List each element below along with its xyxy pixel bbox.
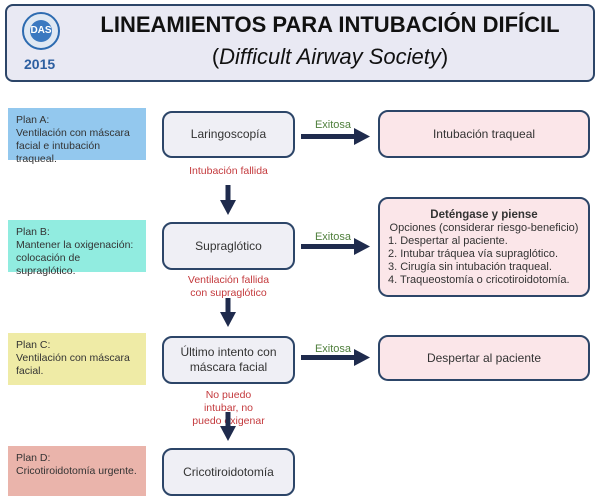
- failure-label-b: Ventilación fallida con supraglótico: [187, 274, 270, 299]
- page-title: LINEAMIENTOS PARA INTUBACIÓN DIFÍCIL: [100, 12, 560, 37]
- success-label-a: Exitosa: [314, 119, 352, 131]
- option-item: 3. Cirugía sin intubación traqueal.: [388, 261, 552, 273]
- subtitle-paren-open: (: [211, 44, 220, 69]
- arrow-right-a: [301, 128, 370, 145]
- plan-c-title: Plan C:: [16, 339, 51, 351]
- plan-a-title: Plan A:: [16, 114, 50, 126]
- plan-c: Plan C:Ventilación con máscara facial.: [8, 333, 146, 385]
- plan-d-desc: Cricotiroidotomía urgente.: [16, 465, 137, 477]
- plan-b-title: Plan B:: [16, 226, 50, 238]
- success-label-c: Exitosa: [314, 343, 352, 355]
- das-logo-text: DAS: [30, 20, 52, 42]
- page-subtitle: (Difficult Airway Society): [80, 44, 580, 70]
- step-ultimo-intento: Último intento con máscara facial: [162, 336, 295, 384]
- plan-d: Plan D:Cricotiroidotomía urgente.: [8, 446, 146, 496]
- plan-c-desc: Ventilación con máscara facial.: [16, 352, 130, 377]
- option-item: 4. Traqueostomía o cricotiroidotomía.: [388, 274, 570, 286]
- arrow-down-b: [220, 298, 236, 327]
- failure-label-a: Intubación fallida: [189, 165, 268, 177]
- option-item: 2. Intubar tráquea vía supraglótico.: [388, 248, 558, 260]
- subtitle-text: Difficult Airway Society: [219, 44, 441, 69]
- step-supraglotico: Supraglótico: [162, 222, 295, 270]
- plan-b-desc: Mantener la oxigenación: colocación de s…: [16, 239, 134, 277]
- plan-a-desc: Ventilación con máscara facial e intubac…: [16, 127, 130, 165]
- subtitle-paren-close: ): [440, 44, 449, 69]
- detengase-title: Deténgase y piense: [430, 209, 538, 221]
- arrow-right-c: [301, 349, 370, 366]
- header-banner: [5, 4, 595, 82]
- plan-a: Plan A:Ventilación con máscara facial e …: [8, 108, 146, 165]
- arrow-down-a: [220, 185, 236, 215]
- step-cricotiroidotomia: Cricotiroidotomía: [162, 448, 295, 496]
- detengase-subtitle: Opciones (considerar riesgo-beneficio): [389, 222, 579, 234]
- success-label-b: Exitosa: [314, 231, 352, 243]
- result-despertar: Despertar al paciente: [378, 335, 590, 381]
- arrow-down-c: [220, 412, 236, 441]
- result-detengase: Deténgase y piense Opciones (considerar …: [378, 197, 590, 297]
- arrow-right-b: [301, 238, 370, 255]
- year-label: 2015: [24, 56, 56, 72]
- result-intubacion-traqueal: Intubación traqueal: [378, 110, 590, 158]
- plan-b: Plan B:Mantener la oxigenación: colocaci…: [8, 220, 146, 277]
- das-logo: DAS: [22, 12, 60, 50]
- option-item: 1. Despertar al paciente.: [388, 235, 508, 247]
- plan-d-title: Plan D:: [16, 452, 51, 464]
- step-laringoscopia: Laringoscopía: [162, 111, 295, 158]
